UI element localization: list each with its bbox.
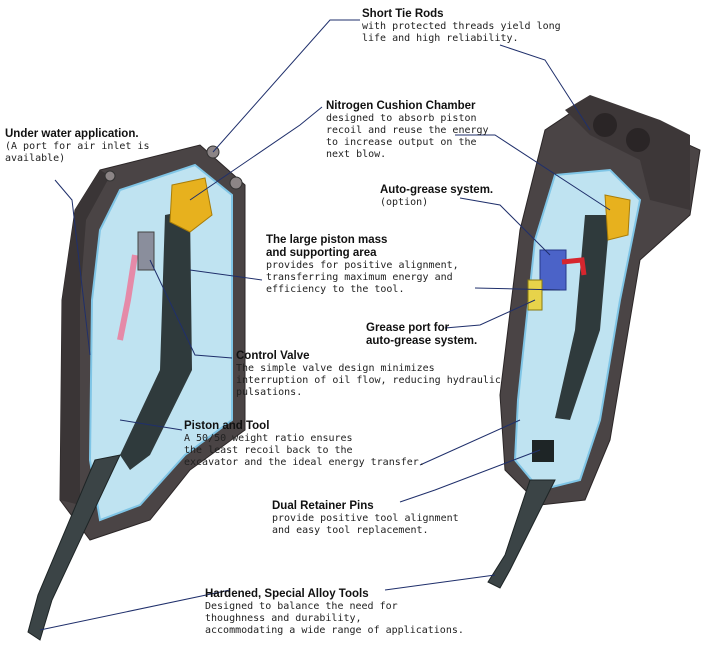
callout-desc: designed to absorb piston recoil and reu… [326, 113, 489, 160]
right-retainer-pins [532, 440, 554, 462]
callout-short-tie-rods: Short Tie Rods with protected threads yi… [362, 8, 561, 45]
left-tie-rod-b [229, 176, 243, 190]
callout-desc: Designed to balance the need for thoughn… [205, 601, 464, 636]
leader-grease-port [444, 299, 536, 329]
right-bracket-hole-a [593, 113, 617, 137]
callout-desc: with protected threads yield long life a… [362, 21, 561, 44]
callout-desc: provide positive tool alignment and easy… [272, 513, 459, 536]
right-breaker [487, 95, 701, 589]
left-tie-rod-c [104, 170, 116, 182]
callout-grease-port: Grease port for auto-grease system. [366, 322, 477, 348]
leader-under-water [54, 179, 91, 356]
callout-auto-grease: Auto-grease system. (option) [380, 184, 493, 209]
left-breaker [27, 144, 246, 641]
callout-desc: (option) [380, 197, 429, 208]
callout-nitrogen: Nitrogen Cushion Chamber designed to abs… [326, 100, 489, 161]
callout-title: Nitrogen Cushion Chamber [326, 100, 476, 112]
callout-desc: A 50/50 weight ratio ensures the least r… [184, 433, 425, 468]
left-oil-line [117, 254, 138, 341]
right-piston [555, 215, 610, 420]
callout-title: Auto-grease system. [380, 184, 494, 196]
callout-retainer-pins: Dual Retainer Pins provide positive tool… [272, 500, 459, 537]
leader-piston-mass-right [474, 287, 561, 291]
left-nitrogen-chamber [169, 177, 213, 233]
leader-control-valve [149, 259, 233, 359]
right-nitrogen-chamber [604, 194, 631, 241]
leader-lines [39, 19, 611, 631]
callout-desc: The simple valve design minimizes interr… [236, 363, 501, 398]
callout-desc: (A port for air inlet is available) [5, 141, 150, 164]
callout-alloy-tools: Hardened, Special Alloy Tools Designed t… [205, 588, 464, 637]
right-bracket-hole-b [626, 128, 650, 152]
callout-control-valve: Control Valve The simple valve design mi… [236, 350, 501, 399]
callout-piston-mass: The large piston mass and supporting are… [266, 234, 459, 296]
right-grease-unit [539, 249, 567, 291]
leader-nitrogen-right [455, 134, 611, 211]
callout-title: Control Valve [236, 350, 310, 362]
callout-title: Piston and Tool [184, 420, 270, 432]
callout-title: The large piston mass and supporting are… [266, 234, 388, 259]
leader-piston-mass [189, 269, 263, 281]
callout-piston-tool: Piston and Tool A 50/50 weight ratio ens… [184, 420, 425, 469]
right-grease-cartridge [527, 279, 543, 311]
left-piston [120, 210, 192, 470]
leader-short-tie-rods-right [499, 44, 591, 131]
leader-auto-grease [459, 197, 551, 256]
callout-desc: provides for positive alignment, transfe… [266, 260, 459, 295]
callout-title: Dual Retainer Pins [272, 500, 374, 512]
leader-piston-tool [119, 419, 183, 431]
left-tool [27, 454, 121, 641]
callout-under-water: Under water application. (A port for air… [5, 128, 150, 165]
right-red-fitting [561, 257, 587, 276]
leader-alloy-tools-right [384, 574, 496, 591]
callout-title: Short Tie Rods [362, 8, 444, 20]
callout-title: Under water application. [5, 128, 139, 140]
leader-nitrogen [189, 106, 323, 201]
right-tool [487, 479, 556, 589]
leader-piston-tool-right [419, 419, 521, 466]
callout-title: Grease port for auto-grease system. [366, 322, 478, 347]
leader-retainer-pins [399, 449, 541, 503]
leader-short-tie-rods [212, 19, 360, 153]
leader-alloy-tools [39, 589, 231, 631]
callout-title: Hardened, Special Alloy Tools [205, 588, 369, 600]
left-housing-side [60, 170, 110, 505]
